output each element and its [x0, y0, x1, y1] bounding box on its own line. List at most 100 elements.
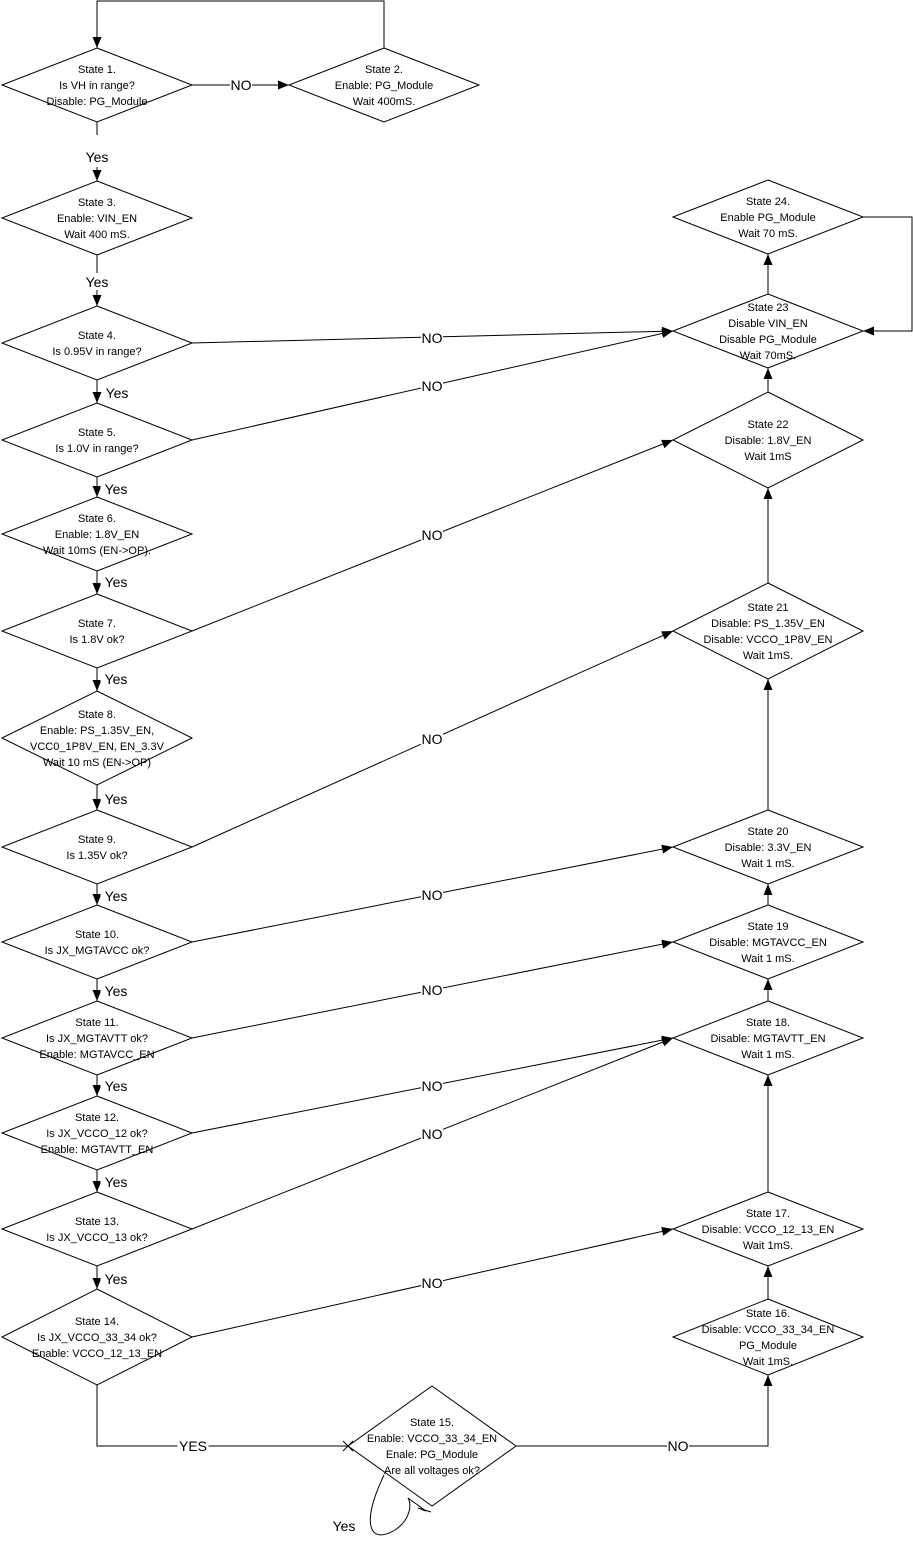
node-text-line: Enable PG_Module	[720, 212, 815, 224]
node-text-line: Is JX_VCCO_12 ok?	[46, 1128, 148, 1140]
arrowhead	[92, 894, 102, 905]
node-text-line: State 7.	[78, 618, 116, 630]
node-text-line: Is VH in range?	[59, 80, 135, 92]
state-node-9: State 9.Is 1.35V ok?	[0, 809, 194, 885]
edge-label-s3-s4: Yes	[81, 273, 113, 290]
edge-label: NO	[422, 527, 443, 543]
node-text-line: State 10.	[75, 929, 119, 941]
node-text-line: State 20	[748, 826, 789, 838]
node-text-line: Disable: PG_Module	[47, 96, 148, 108]
label-bg	[421, 1077, 443, 1094]
label-bg	[421, 526, 443, 543]
node-text-line: Enable: MGTAVCC_EN	[39, 1049, 154, 1061]
node-text-line: State 18.	[746, 1017, 790, 1029]
label-bg	[100, 1270, 132, 1287]
node-text-line: State 16.	[746, 1308, 790, 1320]
edge-s10-s11	[92, 979, 102, 1001]
node-text-line: Disable: VCCO_1P8V_EN	[703, 634, 832, 646]
node-text-line: State 9.	[78, 834, 116, 846]
node-text-line: State 6.	[78, 513, 116, 525]
node-text-line: State 17.	[746, 1208, 790, 1220]
edge-label-s10-s20: NO	[421, 886, 443, 903]
node-text-line: State 2.	[365, 64, 403, 76]
node-text-line: Is 1.0V in range?	[55, 443, 138, 455]
edge-label-s7-s22: NO	[421, 526, 443, 543]
edge-s16-s17	[763, 1266, 773, 1299]
label-bg	[328, 1517, 360, 1534]
decision-diamond	[347, 1385, 517, 1507]
node-text-line: Wait 10mS (EN->OP).	[43, 545, 151, 557]
node-text-line: Disable VIN_EN	[728, 318, 808, 330]
node-text-line: Enable: 1.8V_EN	[55, 529, 139, 541]
edge-label: Yes	[105, 983, 128, 999]
label-bg	[421, 886, 443, 903]
node-text-line: State 21	[748, 602, 789, 614]
node-text-line: Wait 1 mS.	[741, 1049, 794, 1061]
decision-diamond	[671, 1000, 865, 1076]
node-text-line: Disable PG_Module	[719, 334, 817, 346]
node-text-line: State 8.	[78, 709, 116, 721]
edge-label: NO	[422, 1078, 443, 1094]
edge-s12-s13	[92, 1170, 102, 1192]
arrowhead	[92, 295, 102, 306]
decision-diamond	[671, 1191, 865, 1267]
state-node-12: State 12.Is JX_VCCO_12 ok?Enable: MGTAVT…	[0, 1095, 194, 1171]
label-bg	[421, 329, 443, 346]
node-text-line: Wait 1mS	[744, 451, 791, 463]
node-text-line: Wait 1 mS.	[741, 858, 794, 870]
arrowhead	[661, 631, 673, 640]
arrowhead	[92, 486, 102, 497]
label-bg	[101, 384, 133, 401]
decision-diamond	[287, 47, 481, 123]
edge-s13-s14	[92, 1266, 102, 1289]
arrowhead	[92, 799, 102, 810]
edge-label: NO	[231, 77, 252, 93]
edge-label-s10-s11: Yes	[100, 982, 132, 999]
decision-diamond	[0, 593, 194, 669]
arrowhead	[661, 329, 673, 338]
arrowhead	[863, 326, 874, 336]
arrowhead	[92, 990, 102, 1001]
node-text-line: Wait 1mS.	[743, 1240, 793, 1252]
decision-diamond	[671, 179, 865, 255]
edge-s22-s23	[763, 368, 773, 392]
node-text-line: State 4.	[78, 330, 116, 342]
edge-label: NO	[668, 1438, 689, 1454]
edge-label-s1-s2: NO	[230, 76, 252, 93]
edge-s21-s22	[763, 488, 773, 583]
decision-diamond	[0, 1191, 194, 1267]
decision-diamond	[671, 293, 865, 369]
edge-label: Yes	[106, 385, 129, 401]
edge-label: Yes	[105, 574, 128, 590]
node-text-line: Wait 10 mS (EN->OP)	[43, 757, 151, 769]
edge-s6-s7	[92, 571, 102, 594]
edge-label: NO	[422, 378, 443, 394]
label-bg	[100, 573, 132, 590]
state-node-6: State 6. Enable: 1.8V_EN Wait 10mS (EN->OP…	[0, 496, 194, 572]
self-loop-line	[369, 1474, 411, 1536]
label-bg	[100, 887, 132, 904]
edge-line	[516, 1375, 769, 1447]
edge-line	[96, 0, 385, 48]
arrowhead	[92, 392, 102, 403]
decision-diamond	[0, 904, 194, 980]
label-bg	[81, 273, 113, 290]
label-bg	[667, 1437, 689, 1454]
self-loop-arrow	[407, 1497, 432, 1513]
node-text-line: Enable: VCCO_12_13_EN	[32, 1348, 162, 1360]
node-text-line: Enable: VCCO_33_34_EN	[367, 1433, 497, 1445]
edge-label-s9-s10: Yes	[100, 887, 132, 904]
arrowhead	[763, 488, 773, 499]
node-text-line: State 19	[748, 921, 789, 933]
node-text-line: Enable: PS_1.35V_EN,	[40, 725, 154, 737]
decision-diamond	[671, 391, 865, 489]
edge-s5-s6	[92, 477, 102, 497]
